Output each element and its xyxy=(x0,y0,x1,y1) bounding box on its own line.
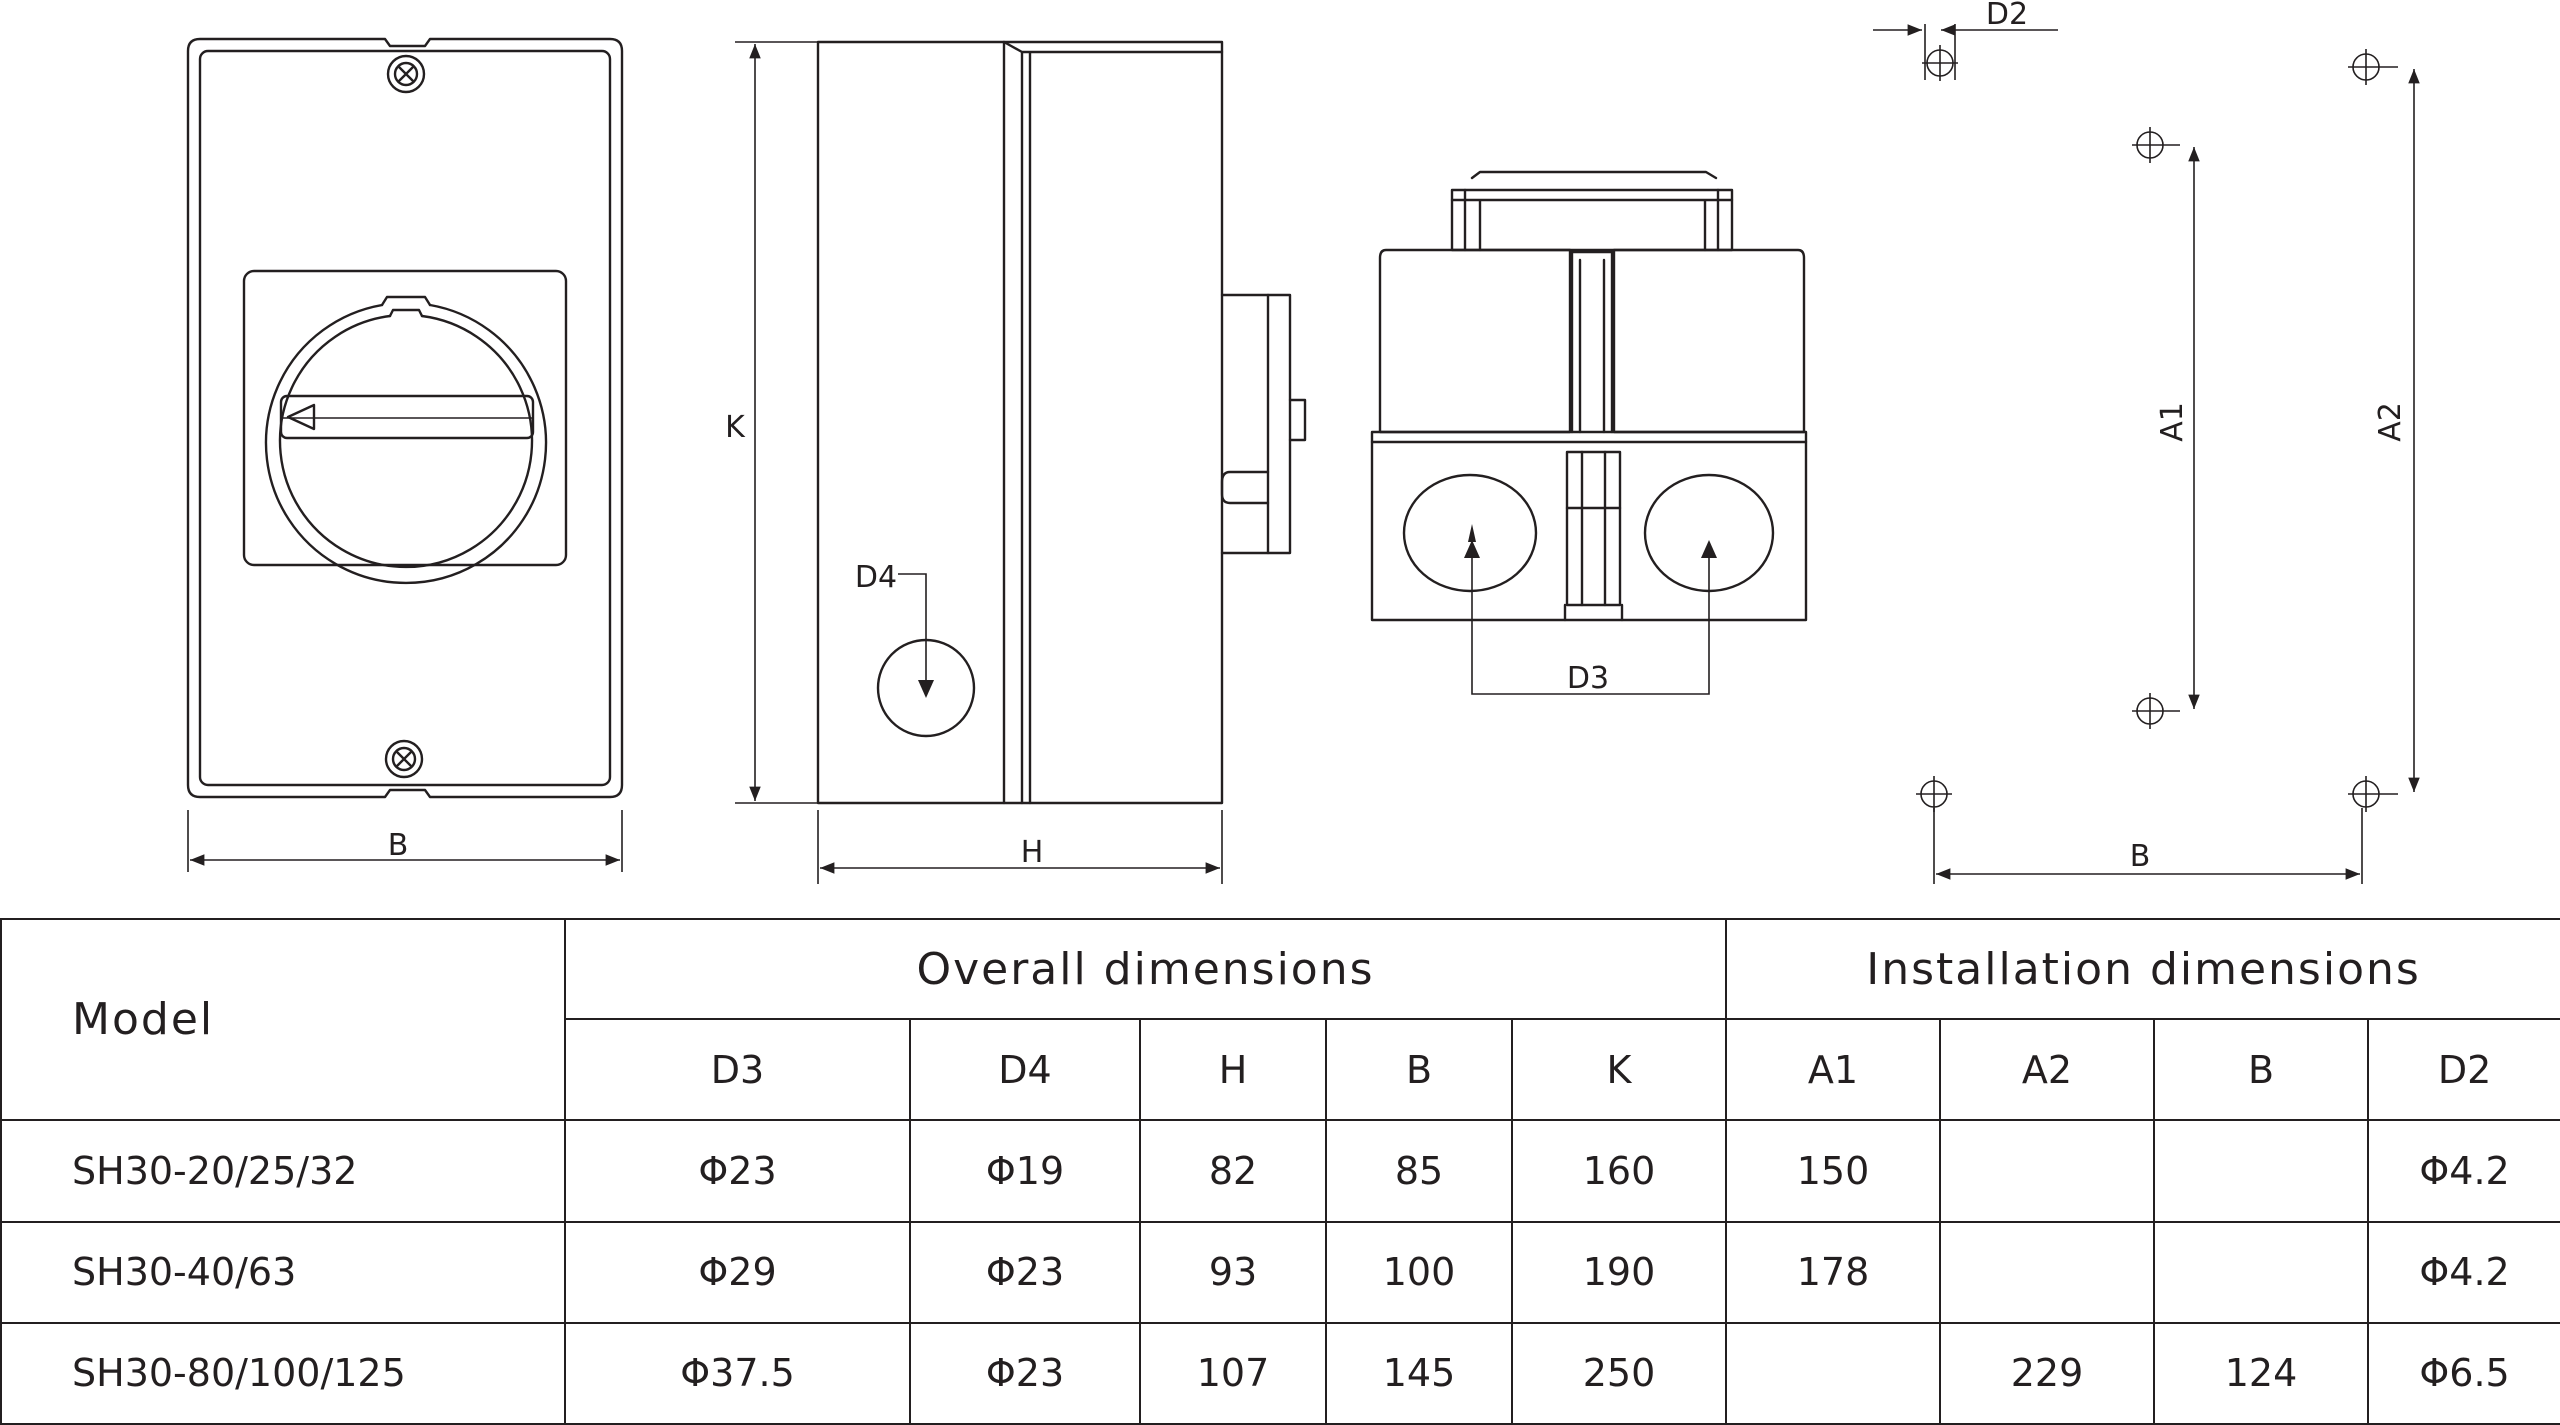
side-height-label: K xyxy=(725,410,746,445)
table-cell xyxy=(2153,1220,2370,1324)
table-cell: Φ4.2 xyxy=(2367,1220,2560,1324)
mount-outer-height-label: A2 xyxy=(2373,402,2408,442)
column-header: B xyxy=(2153,1018,2370,1122)
mount-inner-height-label: A1 xyxy=(2155,402,2190,442)
column-header: A2 xyxy=(1939,1018,2156,1122)
mount-hole-icon xyxy=(2132,127,2180,163)
arrow-icon xyxy=(286,403,316,431)
dimension-drawing: B K D4 H xyxy=(186,0,2420,884)
header-row: Model Overall dimensions Installation di… xyxy=(0,917,2560,1122)
mount-hole-icon xyxy=(1922,45,1958,81)
table-cell: 107 xyxy=(1139,1321,1327,1425)
bottom-hole-label: D3 xyxy=(1567,661,1609,696)
table-cell: 150 xyxy=(1725,1119,1942,1223)
mount-hole-icon xyxy=(2132,693,2180,729)
table-cell: 93 xyxy=(1139,1220,1327,1324)
screw-icon xyxy=(386,54,426,94)
table-cell: Φ23 xyxy=(909,1220,1141,1324)
table-cell xyxy=(1939,1220,2156,1324)
model-cell: SH30-20/25/32 xyxy=(0,1119,566,1223)
mount-hole-icon xyxy=(2348,49,2398,85)
model-header: Model xyxy=(0,917,566,1122)
table-cell: 229 xyxy=(1939,1321,2156,1425)
mount-hole-label: D2 xyxy=(1986,0,2028,32)
column-header-row: D3 D4 H B K A1 A2 B D2 xyxy=(1,1018,2560,1122)
table-cell: Φ4.2 xyxy=(2367,1119,2560,1223)
column-header: D4 xyxy=(909,1018,1141,1122)
table-cell: Φ23 xyxy=(564,1119,911,1223)
table-cell: 100 xyxy=(1325,1220,1513,1324)
screw-icon xyxy=(384,739,424,779)
table-cell: 160 xyxy=(1510,1119,1728,1223)
side-depth-label: H xyxy=(1021,835,1044,870)
front-view: B xyxy=(186,37,624,872)
table-cell xyxy=(1939,1119,2156,1223)
table-cell: 82 xyxy=(1139,1119,1327,1223)
table-cell: Φ23 xyxy=(909,1321,1141,1425)
spec-table: Model Overall dimensions Installation di… xyxy=(0,917,2560,1425)
side-hole-label: D4 xyxy=(855,560,897,595)
table-cell xyxy=(2153,1119,2370,1223)
table-cell: 250 xyxy=(1510,1321,1728,1425)
table-cell: Φ19 xyxy=(909,1119,1141,1223)
bottom-view: D3 xyxy=(1370,170,1808,696)
table-cell: Φ29 xyxy=(564,1220,911,1324)
column-header: B xyxy=(1325,1018,1513,1122)
column-header: D3 xyxy=(564,1018,911,1122)
table-row: SH30-20/25/32 Φ23 Φ19 82 85 160 150 Φ4.2 xyxy=(0,1119,2560,1223)
table-cell: Φ6.5 xyxy=(2367,1321,2560,1425)
table-cell: 85 xyxy=(1325,1119,1513,1223)
overall-dimensions-header: Overall dimensions xyxy=(563,917,1728,1021)
model-cell: SH30-40/63 xyxy=(0,1220,566,1324)
column-header: K xyxy=(1510,1018,1728,1122)
column-header: A1 xyxy=(1725,1018,1942,1122)
table-cell: 124 xyxy=(2153,1321,2370,1425)
side-view: K D4 H xyxy=(725,40,1307,884)
mount-hole-icon xyxy=(1916,776,1952,812)
table-cell: 178 xyxy=(1725,1220,1942,1324)
table-cell: 190 xyxy=(1510,1220,1728,1324)
table-row: SH30-40/63 Φ29 Φ23 93 100 190 178 Φ4.2 xyxy=(0,1220,2560,1324)
installation-dimensions-header: Installation dimensions xyxy=(1725,917,2560,1021)
mount-width-label: B xyxy=(2130,839,2151,874)
table-cell: 145 xyxy=(1325,1321,1513,1425)
table-cell: Φ37.5 xyxy=(564,1321,911,1425)
rotary-knob xyxy=(264,295,548,585)
table-cell xyxy=(1725,1321,1942,1425)
mount-hole-icon xyxy=(2348,776,2398,812)
mounting-view: D2 A1 A2 B xyxy=(1873,0,2420,884)
column-header: H xyxy=(1139,1018,1327,1122)
column-header: D2 xyxy=(2367,1018,2560,1122)
table-row: SH30-80/100/125 Φ37.5 Φ23 107 145 250 22… xyxy=(0,1321,2560,1425)
model-cell: SH30-80/100/125 xyxy=(0,1321,566,1425)
front-width-label: B xyxy=(388,828,409,863)
